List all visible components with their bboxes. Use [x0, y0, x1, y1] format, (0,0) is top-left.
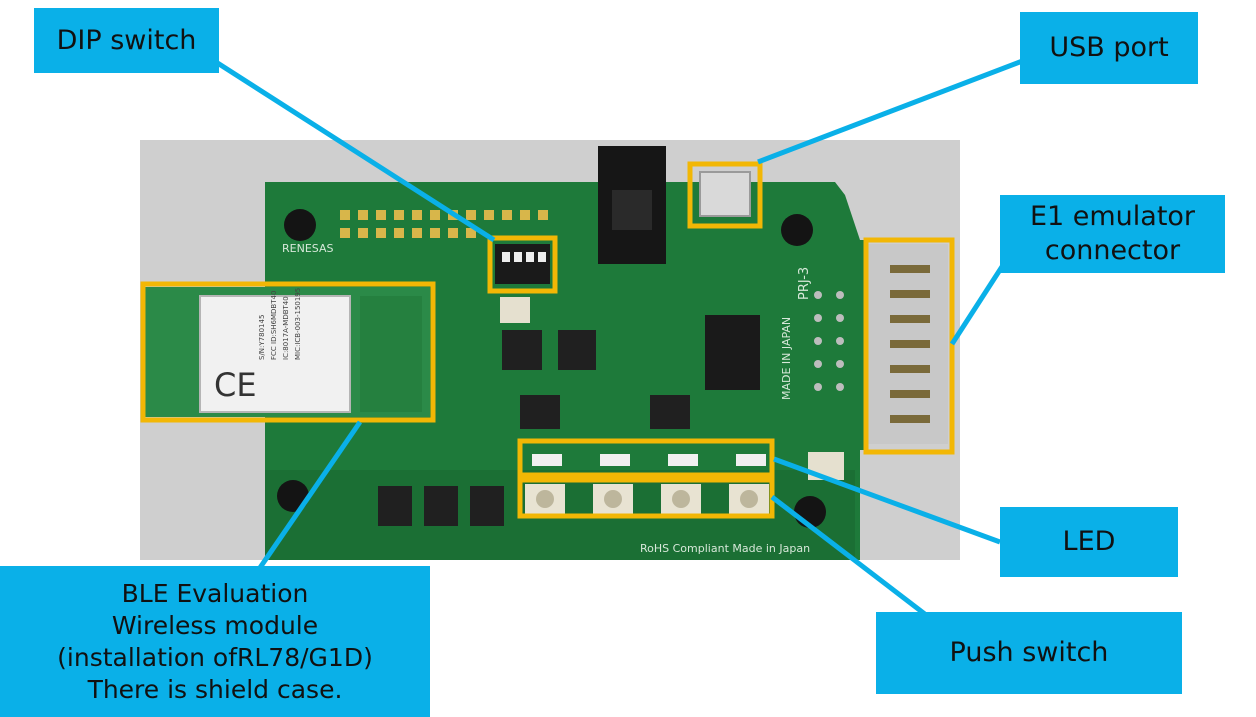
callout-box-ble	[0, 566, 430, 717]
callout-usb-port-label: USB port	[1049, 32, 1169, 63]
silkscreen-part: PRJ-3	[797, 267, 812, 300]
module-sn: S/N:Y780145	[258, 315, 266, 360]
pin-grid	[814, 291, 844, 391]
callout-e1-emulator: E1 emulator connector	[1000, 195, 1225, 273]
callout-dip-switch-label: DIP switch	[56, 24, 197, 56]
leader-lines	[203, 52, 1026, 620]
module-ic: IC:8017A-MDBT40	[282, 296, 290, 360]
pcb-board	[265, 182, 860, 560]
highlight-e1-connector	[863, 237, 955, 455]
callout-box-led	[1000, 507, 1178, 577]
callout-led-label: LED	[1062, 526, 1116, 557]
callout-ble-line-2: Wireless module	[111, 610, 319, 640]
silkscreen-brand: RENESAS	[282, 242, 333, 255]
mcu-chip	[705, 315, 760, 390]
ble-shield-can	[199, 295, 351, 413]
usb-connector	[699, 171, 751, 217]
highlight-dip-switch	[487, 235, 558, 294]
silkscreen-made-in: MADE IN JAPAN	[780, 317, 793, 400]
callout-ble-module: BLE Evaluation Wireless module (installa…	[0, 566, 430, 717]
highlight-ble-module	[140, 281, 436, 423]
mounting-hole	[284, 209, 316, 241]
callout-box-usb-port	[1020, 12, 1198, 84]
callout-ble-line-4: There is shield case.	[87, 674, 343, 704]
callout-boxes	[0, 8, 1225, 717]
reset-button	[500, 297, 530, 323]
module-fcc: FCC ID:SH6MDBT40	[270, 291, 278, 360]
callout-box-push-switch	[876, 612, 1182, 694]
callout-box-e1	[1000, 195, 1225, 273]
highlight-led	[517, 438, 775, 478]
mounting-hole	[781, 214, 813, 246]
callout-box-dip-switch	[34, 8, 219, 73]
callout-push-switch: Push switch	[876, 612, 1182, 694]
callout-led: LED	[1000, 507, 1178, 577]
module-ce-mark: CE	[214, 366, 257, 404]
module-mic: MIC:ICB-003-150195	[294, 288, 302, 360]
callout-ble-line-1: BLE Evaluation	[121, 578, 309, 608]
callout-e1-line-1: E1 emulator	[1029, 201, 1196, 232]
led-row	[532, 454, 766, 466]
dip-switch-body	[495, 244, 550, 284]
callout-usb-port: USB port	[1020, 12, 1198, 84]
push-switch-row	[525, 484, 769, 514]
highlight-usb-port	[687, 161, 763, 229]
callout-ble-line-3: (installation ofRL78/G1D)	[57, 642, 373, 672]
callout-dip-switch: DIP switch	[34, 8, 219, 73]
callout-push-switch-label: Push switch	[949, 637, 1109, 668]
callout-e1-line-2: connector	[1044, 235, 1181, 266]
silkscreen-rohs: RoHS Compliant Made in Japan	[640, 542, 810, 555]
